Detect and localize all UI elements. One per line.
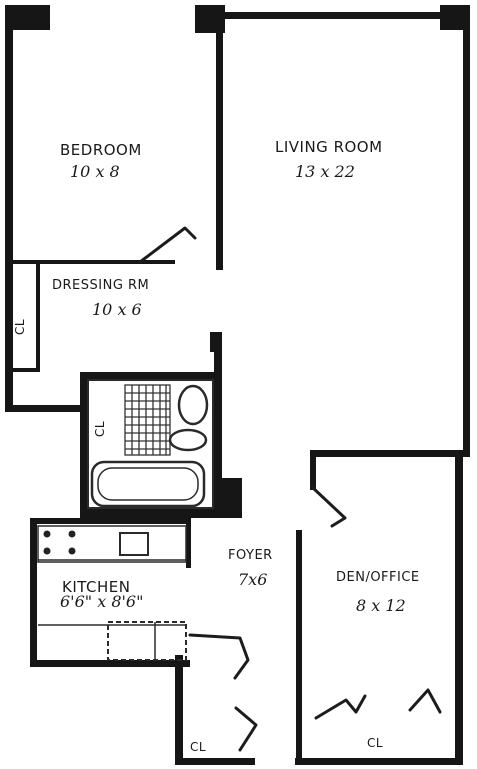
door-swings bbox=[138, 226, 442, 752]
tile-floor bbox=[124, 384, 171, 456]
kitchen-label: KITCHEN bbox=[62, 578, 131, 596]
dressing-closet-label: CL bbox=[13, 318, 28, 336]
bedroom-label: BEDROOM bbox=[60, 141, 142, 159]
kitchen-fixtures bbox=[37, 525, 187, 661]
foyer-closet-label: CL bbox=[190, 740, 207, 754]
stove-burners-icon bbox=[43, 530, 76, 555]
den-office-size: 8 x 12 bbox=[356, 596, 406, 615]
bathroom-fixtures bbox=[87, 379, 214, 509]
counter-cabinets bbox=[107, 621, 187, 661]
toilet-icon bbox=[177, 384, 209, 426]
den-closet-label: CL bbox=[367, 736, 384, 750]
bedroom-size: 10 x 8 bbox=[70, 162, 120, 181]
exterior-walls bbox=[5, 5, 470, 765]
bathtub-icon bbox=[90, 460, 206, 508]
kitchen-sink-icon bbox=[119, 532, 149, 556]
living-room-label: LIVING ROOM bbox=[275, 138, 383, 156]
bath-closet-label: CL bbox=[93, 420, 108, 438]
foyer-size: 7x6 bbox=[238, 570, 268, 589]
interior-walls bbox=[5, 15, 316, 765]
foyer-label: FOYER bbox=[228, 548, 273, 563]
dressing-room-size: 10 x 6 bbox=[92, 300, 142, 319]
living-room-size: 13 x 22 bbox=[295, 162, 355, 181]
den-office-label: DEN/OFFICE bbox=[336, 570, 420, 585]
dressing-room-label: DRESSING RM bbox=[52, 278, 150, 293]
kitchen-size: 6'6" x 8'6" bbox=[60, 592, 144, 611]
sink-icon bbox=[168, 428, 208, 452]
